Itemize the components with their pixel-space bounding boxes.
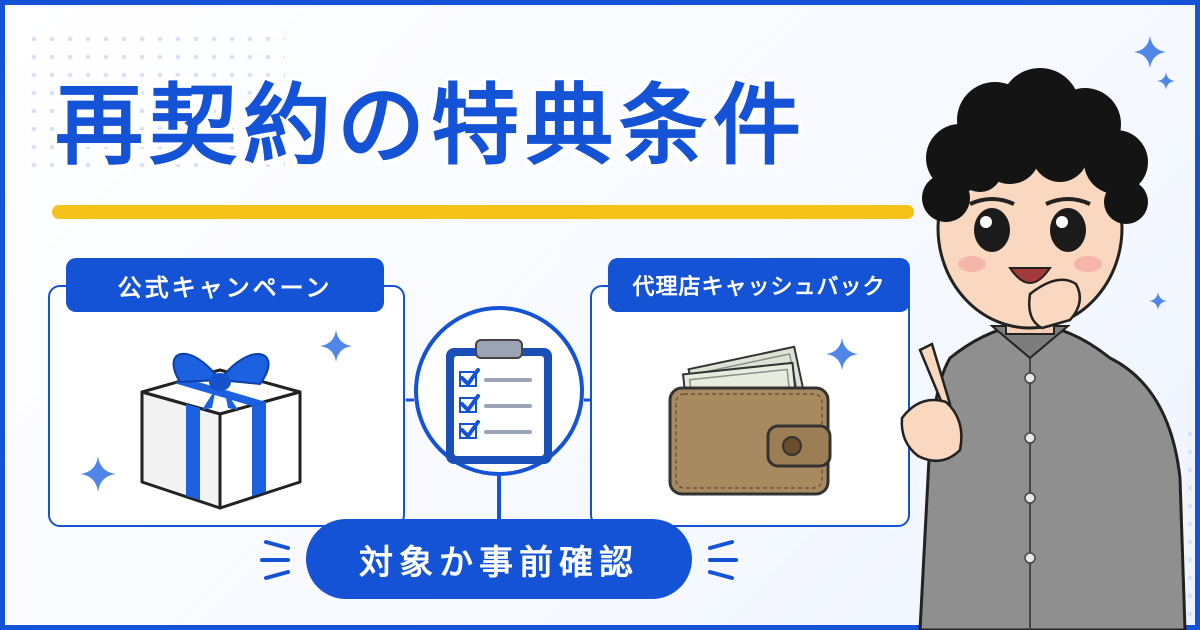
agency-cashback-label: 代理店キャッシュバック — [608, 258, 910, 312]
official-campaign-label: 公式キャンペーン — [66, 258, 384, 312]
wallet-icon — [668, 345, 832, 496]
title-underline — [52, 205, 914, 219]
pointing-character — [900, 68, 1187, 630]
gift-box-icon — [140, 352, 302, 510]
dot-pattern-top-left — [25, 30, 285, 180]
checklist-clipboard-icon — [446, 339, 552, 464]
banner-title: 再契約の特典条件 — [55, 74, 808, 177]
pre-check-label: 対象か事前確認 — [306, 519, 692, 599]
